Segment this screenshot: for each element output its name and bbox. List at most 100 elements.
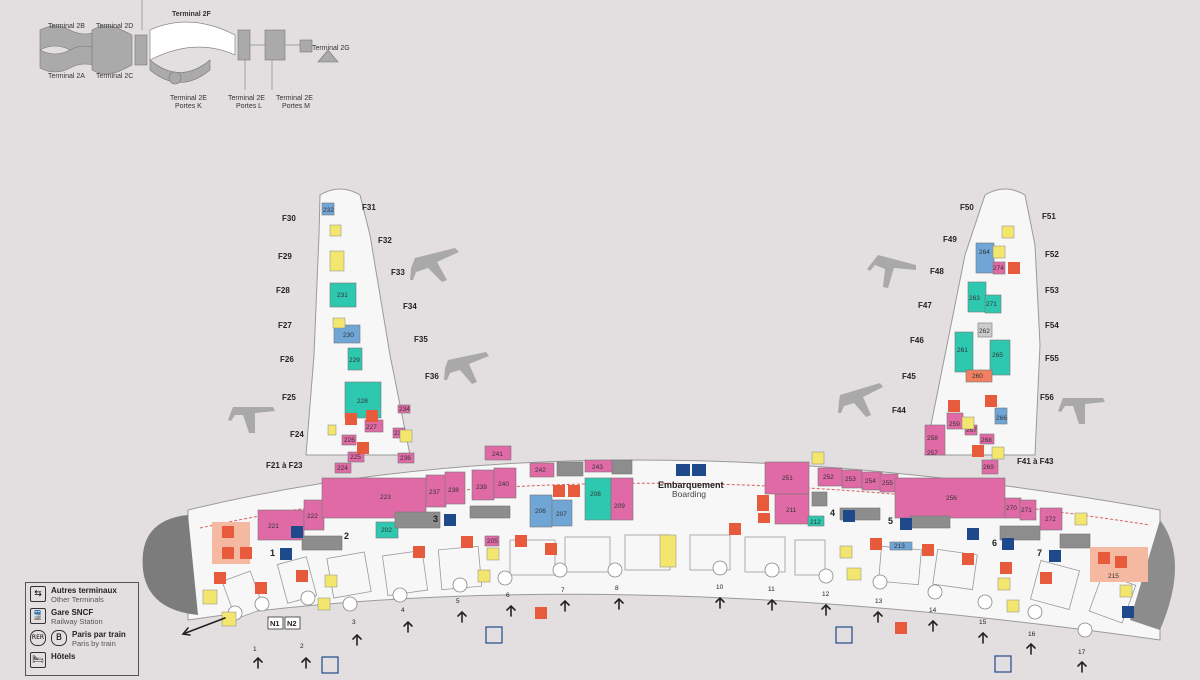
overview-label-t2c: Terminal 2C [96, 73, 133, 80]
escalator-icon [324, 574, 338, 588]
accessibility-icon [1122, 606, 1134, 618]
shopping-icon [214, 572, 226, 584]
door-11: 11 [768, 586, 775, 593]
departure-icon [676, 464, 690, 476]
shop-259: 259 [949, 421, 960, 428]
doors: 1 2 3 4 5 6 7 8 10 11 12 13 14 15 16 17 [181, 584, 1087, 673]
sign-icon [846, 567, 862, 581]
accessibility-icon [280, 548, 292, 560]
overview-label-t2g: Terminal 2G [312, 45, 350, 52]
exit-arrow-icon [715, 596, 725, 609]
restroom-icon [240, 547, 252, 559]
shop-268: 268 [981, 437, 992, 444]
sign-icon [477, 569, 491, 583]
legend-railway: 🚆 Gare SNCF Railway Station [30, 608, 134, 630]
shop-221: 221 [268, 523, 279, 530]
sign-icon [202, 589, 218, 605]
shop-262: 262 [979, 328, 990, 335]
escalator-icon [992, 245, 1006, 259]
door-13: 13 [875, 598, 883, 605]
parking-info-icon [535, 607, 547, 619]
gate-F56: F56 [1040, 393, 1054, 402]
shop-252: 252 [823, 474, 834, 481]
shop-212: 212 [810, 519, 821, 526]
shop-265: 265 [992, 352, 1003, 359]
shop-240: 240 [498, 481, 509, 488]
boarding-sign: Embarquement Boarding [658, 464, 724, 499]
shopping-icon [461, 536, 473, 548]
departure-icon [900, 518, 912, 530]
gate-F52: F52 [1045, 250, 1059, 259]
boarding-label-en: Boarding [672, 489, 706, 499]
legend-rer: RER B Paris par train Paris by train [30, 630, 134, 652]
legend-rer-fr: Paris par train [72, 630, 126, 639]
shop-255: 255 [882, 480, 893, 487]
restroom-icon [1098, 552, 1110, 564]
gate-F50: F50 [960, 203, 974, 212]
plane-icon [1058, 398, 1105, 424]
shop-263: 263 [969, 295, 980, 302]
shopping-icon [1040, 572, 1052, 584]
shop-271-main: 271 [1021, 507, 1032, 514]
gate-labels: F30 F31 F32 F29 F33 F28 F34 F27 F35 F26 … [266, 203, 1059, 470]
sign-icon [317, 597, 331, 611]
shopping-icon [413, 546, 425, 558]
sign-icon [1001, 225, 1015, 239]
shopping-icon [972, 445, 984, 457]
shop-blocks [212, 202, 1148, 582]
shop-238: 238 [448, 487, 459, 494]
door-7: 7 [561, 587, 565, 594]
door-16: 16 [1028, 631, 1036, 638]
legend-other-terminals: ⇆ Autres terminaux Other Terminals [30, 586, 134, 608]
escalator-icon [997, 577, 1011, 591]
door-12: 12 [822, 591, 830, 598]
door-17: 17 [1078, 649, 1086, 656]
mail-icon [729, 523, 741, 535]
shop-202: 202 [381, 527, 392, 534]
other-terminals-arrow-icon [181, 617, 226, 636]
gate-F47: F47 [918, 301, 932, 310]
zone-4: 4 [830, 508, 835, 518]
shop-229: 229 [349, 357, 360, 364]
sign-icon [329, 224, 342, 237]
shop-230: 230 [343, 332, 354, 339]
overview-label-t2b: Terminal 2B [48, 23, 85, 30]
bus-stops: N1 N2 [267, 616, 301, 630]
gate-F28: F28 [276, 286, 290, 295]
shop-209: 209 [614, 503, 625, 510]
door-6: 6 [506, 592, 510, 599]
gate-F45: F45 [902, 372, 916, 381]
shop-223: 223 [380, 494, 391, 501]
gate-F33: F33 [391, 268, 405, 277]
hotel-icon: 🛏 [30, 652, 46, 668]
exit-arrow-icon [301, 656, 311, 669]
zone-7: 7 [1037, 548, 1042, 558]
zone-numbers: 1 2 3 4 5 6 7 [270, 508, 1042, 558]
restroom-icon [222, 547, 234, 559]
overview-labels: Terminal 2B Terminal 2D Terminal 2F Term… [48, 11, 350, 110]
shop-260: 260 [972, 373, 983, 380]
shop-234: 234 [399, 406, 410, 413]
departure-icon [291, 526, 303, 538]
gate-F41-F43: F41 à F43 [1017, 457, 1054, 466]
door-15: 15 [979, 619, 987, 626]
legend-railway-fr: Gare SNCF [51, 608, 94, 617]
accessibility-icon [967, 528, 979, 540]
restroom-icon [948, 400, 960, 412]
escalator-icon [991, 446, 1005, 460]
other-terminals-icon: ⇆ [30, 586, 46, 602]
gate-F25: F25 [282, 393, 296, 402]
restroom-icon [1008, 262, 1020, 274]
overview-label-t2d: Terminal 2D [96, 23, 133, 30]
gate-F54: F54 [1045, 321, 1059, 330]
escalator-icon [811, 451, 825, 465]
mail-icon [296, 570, 308, 582]
shop-232: 232 [323, 207, 334, 214]
exit-arrow-icon [873, 610, 883, 623]
sign-icon [327, 424, 337, 436]
restroom-icon [357, 442, 369, 454]
restroom-icon [222, 526, 234, 538]
legend-other-terminals-en: Other Terminals [51, 595, 104, 604]
exit-arrow-icon [560, 599, 570, 612]
